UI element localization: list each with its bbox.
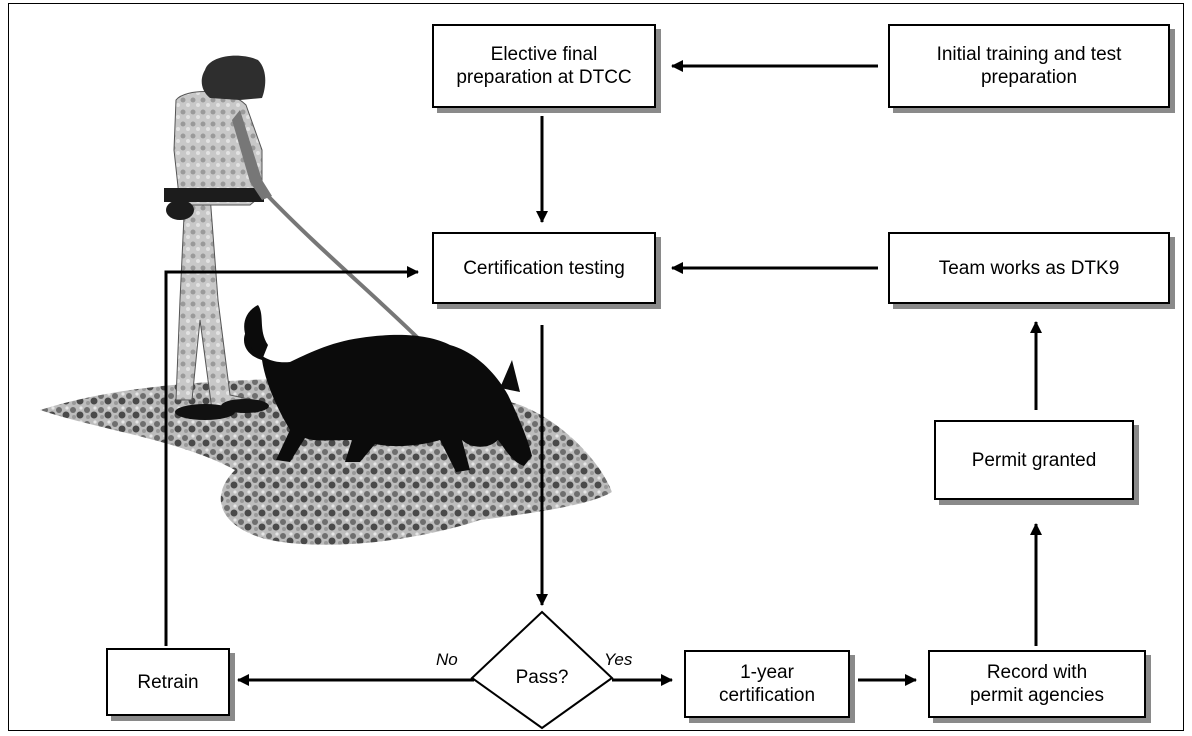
person-shoe	[221, 399, 269, 413]
node-retrain: Retrain	[106, 648, 230, 716]
person-arm	[232, 110, 272, 200]
node-permit-granted: Permit granted	[934, 420, 1134, 500]
pass-decision-label: Pass?	[515, 667, 569, 688]
node-one-year-certification: 1-year certification	[684, 650, 850, 718]
node-initial-training: Initial training and test preparation	[888, 24, 1170, 108]
person-shoe	[175, 404, 235, 420]
diagram-border	[8, 3, 1184, 731]
belt-pouch	[166, 200, 194, 220]
arrow-retrain-to-certification	[164, 266, 419, 646]
leash	[266, 194, 427, 347]
node-record-permit-agencies: Record with permit agencies	[928, 650, 1146, 718]
node-team-works: Team works as DTK9	[888, 232, 1170, 304]
person-belt	[164, 188, 264, 202]
pass-decision-diamond	[470, 610, 614, 730]
dog-tail	[244, 305, 268, 360]
dog-ear	[500, 360, 520, 392]
edge-label-no: No	[436, 650, 458, 669]
person-head	[201, 55, 266, 100]
dog-silhouette	[243, 325, 532, 472]
node-certification-testing: Certification testing	[432, 232, 656, 304]
edge-label-yes: Yes	[604, 650, 633, 669]
node-elective-preparation: Elective final preparation at DTCC	[432, 24, 656, 108]
